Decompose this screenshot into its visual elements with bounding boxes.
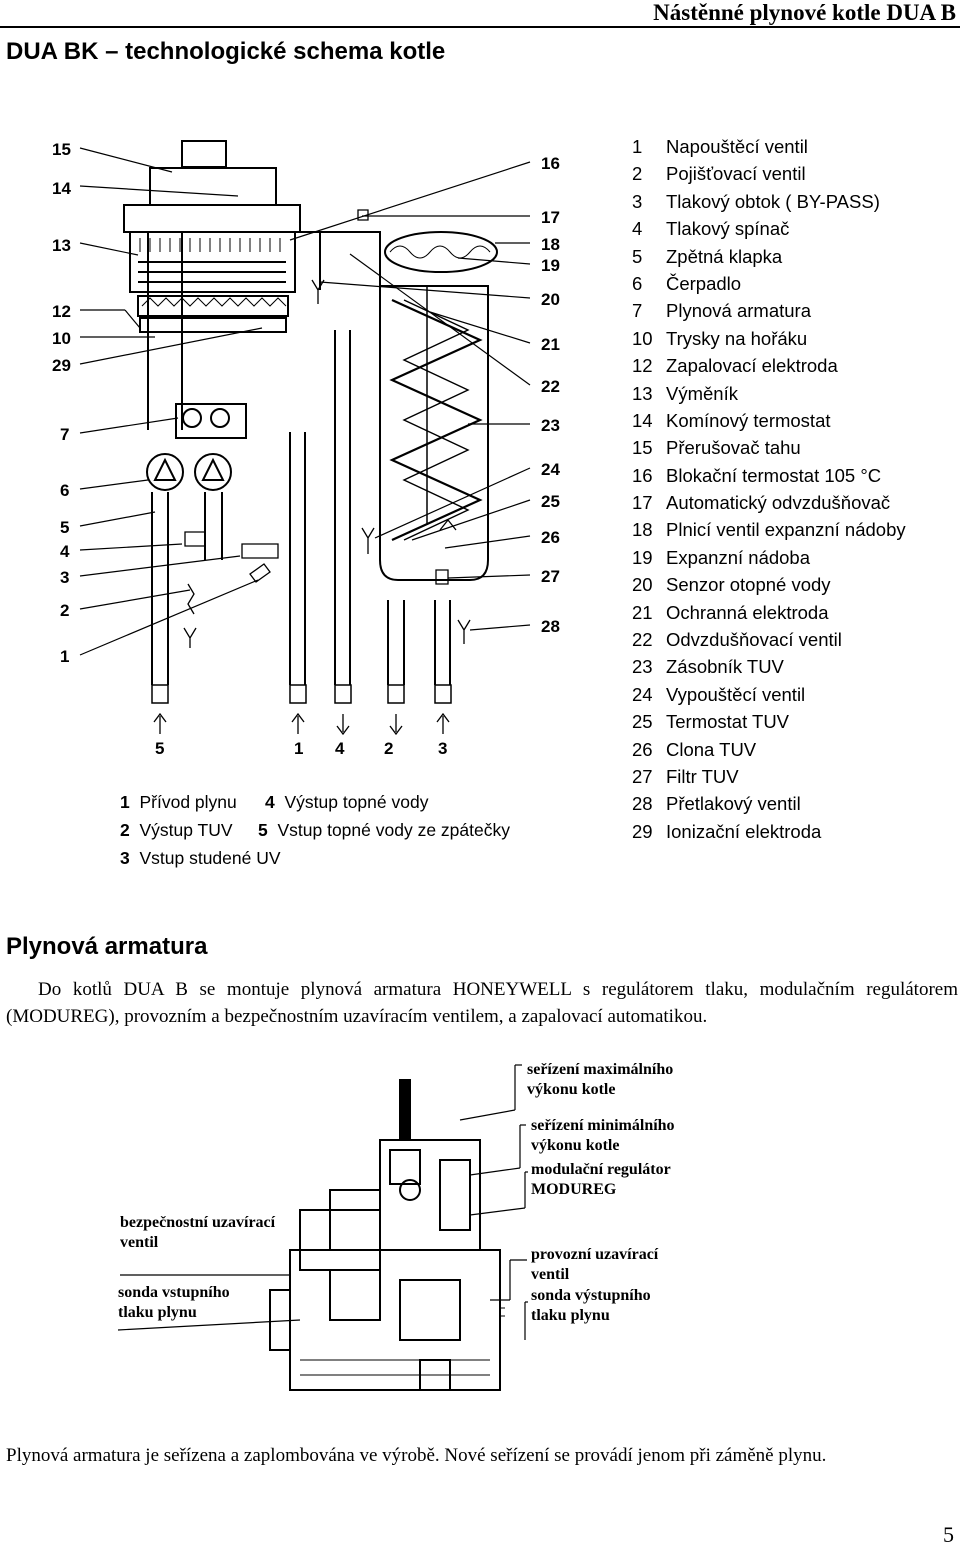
gas-valve-paragraph: Do kotlů DUA B se montuje plynová armatu… bbox=[6, 979, 958, 1027]
label-5: 5 bbox=[60, 518, 70, 537]
bottom-label-1: 1 bbox=[294, 739, 304, 758]
label-3: 3 bbox=[60, 568, 70, 587]
connection-item: 5 Vstup topné vody ze zpátečky bbox=[258, 820, 510, 840]
gas-valve-heading: Plynová armatura bbox=[6, 933, 208, 960]
section-title: DUA BK – technologické schema kotle bbox=[6, 38, 446, 65]
boiler-schematic bbox=[79, 140, 531, 736]
connection-item: 1 Přívod plynu bbox=[120, 792, 237, 812]
label-23: 23 bbox=[541, 416, 560, 435]
page-number: 5 bbox=[943, 1522, 954, 1547]
callout-operating-valve: provozní uzavírací ventil bbox=[531, 1246, 659, 1283]
callout-safety-valve: bezpečnostní uzavírací ventil bbox=[120, 1214, 276, 1251]
label-4: 4 bbox=[60, 542, 70, 561]
gas-valve-drawing bbox=[117, 1064, 528, 1391]
bottom-label-4: 4 bbox=[335, 739, 345, 758]
label-1: 1 bbox=[60, 647, 70, 666]
connection-item: 3 Vstup studené UV bbox=[120, 848, 281, 868]
label-6: 6 bbox=[60, 481, 70, 500]
label-15: 15 bbox=[52, 140, 71, 159]
label-28: 28 bbox=[541, 617, 560, 636]
footnote: Plynová armatura je seřízena a zaplombov… bbox=[6, 1445, 827, 1466]
callout-max-output: seřízení maximálního výkonu kotle bbox=[527, 1061, 674, 1098]
bottom-label-3: 3 bbox=[438, 739, 448, 758]
label-17: 17 bbox=[541, 208, 560, 227]
callout-min-output: seřízení minimálního výkonu kotle bbox=[531, 1117, 675, 1154]
callout-inlet-probe: sonda vstupního tlaku plynu bbox=[118, 1284, 230, 1321]
label-21: 21 bbox=[541, 335, 560, 354]
label-24: 24 bbox=[541, 460, 560, 479]
label-26: 26 bbox=[541, 528, 560, 547]
bottom-label-2: 2 bbox=[384, 739, 394, 758]
callout-outlet-probe: sonda výstupního tlaku plynu bbox=[531, 1287, 651, 1324]
label-2: 2 bbox=[60, 601, 70, 620]
bottom-label-5: 5 bbox=[155, 739, 165, 758]
label-12: 12 bbox=[52, 302, 71, 321]
label-13: 13 bbox=[52, 236, 71, 255]
label-27: 27 bbox=[541, 567, 560, 586]
connection-item: 4 Výstup topné vody bbox=[265, 792, 429, 812]
label-19: 19 bbox=[541, 256, 560, 275]
label-22: 22 bbox=[541, 377, 560, 396]
running-title: Nástěnné plynové kotle DUA B bbox=[653, 0, 956, 25]
connection-item: 2 Výstup TUV bbox=[120, 820, 233, 840]
left-leader-lines bbox=[79, 147, 263, 656]
label-29: 29 bbox=[52, 356, 71, 375]
right-leader-lines bbox=[289, 161, 531, 631]
label-14: 14 bbox=[52, 179, 71, 198]
label-7: 7 bbox=[60, 425, 70, 444]
callout-modureg: modulační regulátor MODUREG bbox=[531, 1161, 671, 1198]
header-rule bbox=[0, 26, 960, 28]
label-16: 16 bbox=[541, 154, 560, 173]
label-18: 18 bbox=[541, 235, 560, 254]
label-25: 25 bbox=[541, 492, 560, 511]
label-20: 20 bbox=[541, 290, 560, 309]
label-10: 10 bbox=[52, 329, 71, 348]
